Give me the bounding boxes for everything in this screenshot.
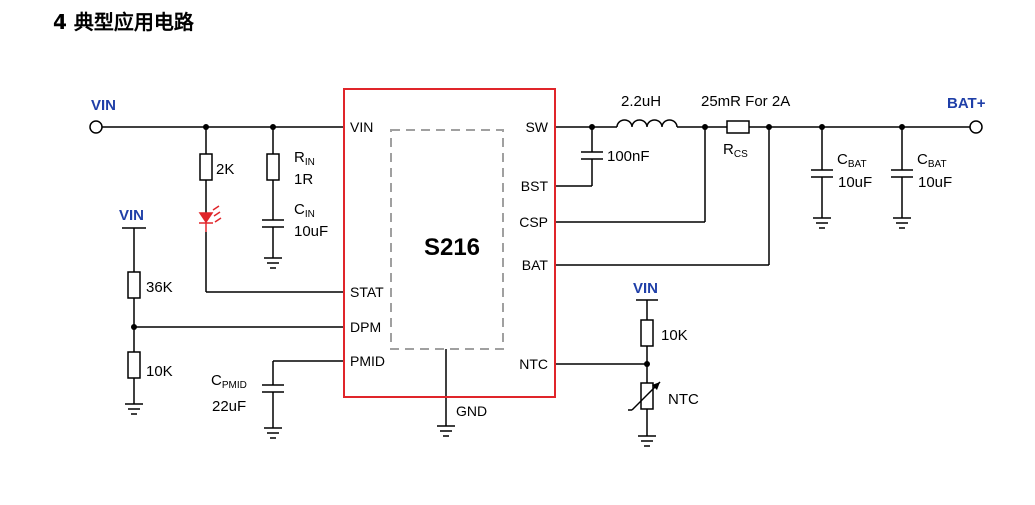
net-label-bat-out: BAT+ xyxy=(947,95,986,112)
net-label-vin-ntc: VIN xyxy=(633,280,658,297)
ground-icon xyxy=(264,257,282,269)
pin-stat: STAT xyxy=(350,284,384,300)
c-in-label: CIN xyxy=(294,201,315,220)
r-div-bottom-label: 10K xyxy=(146,363,173,380)
section-title: 4 典型应用电路 xyxy=(53,10,194,34)
pin-dpm: DPM xyxy=(350,319,381,335)
cbat-branch xyxy=(811,127,913,218)
vin-input-wire xyxy=(89,120,344,134)
r-cs-label: RCS xyxy=(723,141,748,160)
r-in-value: 1R xyxy=(294,171,313,188)
r-cs-note: 25mR For 2A xyxy=(701,93,790,110)
sense-wires xyxy=(555,127,770,266)
bst-cap-branch xyxy=(555,127,603,187)
r-led-label: 2K xyxy=(216,161,234,178)
pin-bat: BAT xyxy=(522,257,549,273)
net-label-vin-input: VIN xyxy=(91,97,116,114)
c-bat2-label: CBAT xyxy=(917,151,947,170)
c-bst-label: 100nF xyxy=(607,148,650,165)
ntc-arrow-icon xyxy=(652,382,660,390)
pin-ntc: NTC xyxy=(519,356,548,372)
pin-bst: BST xyxy=(521,178,549,194)
ntc-branch xyxy=(555,299,661,436)
ground-icon xyxy=(813,217,831,229)
chip-name: S216 xyxy=(424,234,480,261)
c-bat2-value: 10uF xyxy=(918,174,952,191)
c-pmid-label: CPMID xyxy=(211,372,247,391)
ground-icon xyxy=(638,435,656,447)
c-bat1-value: 10uF xyxy=(838,174,872,191)
pin-vin: VIN xyxy=(350,119,373,135)
r-div-top-label: 36K xyxy=(146,279,173,296)
led-icon xyxy=(198,205,222,232)
cpmid-branch xyxy=(262,360,344,428)
c-bat1-label: CBAT xyxy=(837,151,867,170)
pin-sw: SW xyxy=(525,119,548,135)
c-pmid-value: 22uF xyxy=(212,398,246,415)
ground-icon xyxy=(437,425,455,437)
ground-symbols xyxy=(125,217,911,447)
led-branch xyxy=(199,127,344,293)
inductor-label: 2.2uH xyxy=(621,93,661,110)
ground-icon xyxy=(893,217,911,229)
net-label-vin-left: VIN xyxy=(119,207,144,224)
pin-gnd: GND xyxy=(456,403,487,419)
pin-csp: CSP xyxy=(519,214,548,230)
ground-icon xyxy=(264,427,282,439)
r-ntc-top-label: 10K xyxy=(661,327,688,344)
pin-pmid: PMID xyxy=(350,353,385,369)
ground-icon xyxy=(125,403,143,415)
junction-dots xyxy=(131,124,905,367)
r-in-label: RIN xyxy=(294,149,315,168)
ntc-label: NTC xyxy=(668,391,699,408)
chip-body xyxy=(343,88,556,398)
c-in-value: 10uF xyxy=(294,223,328,240)
rin-cin-branch xyxy=(262,127,284,258)
